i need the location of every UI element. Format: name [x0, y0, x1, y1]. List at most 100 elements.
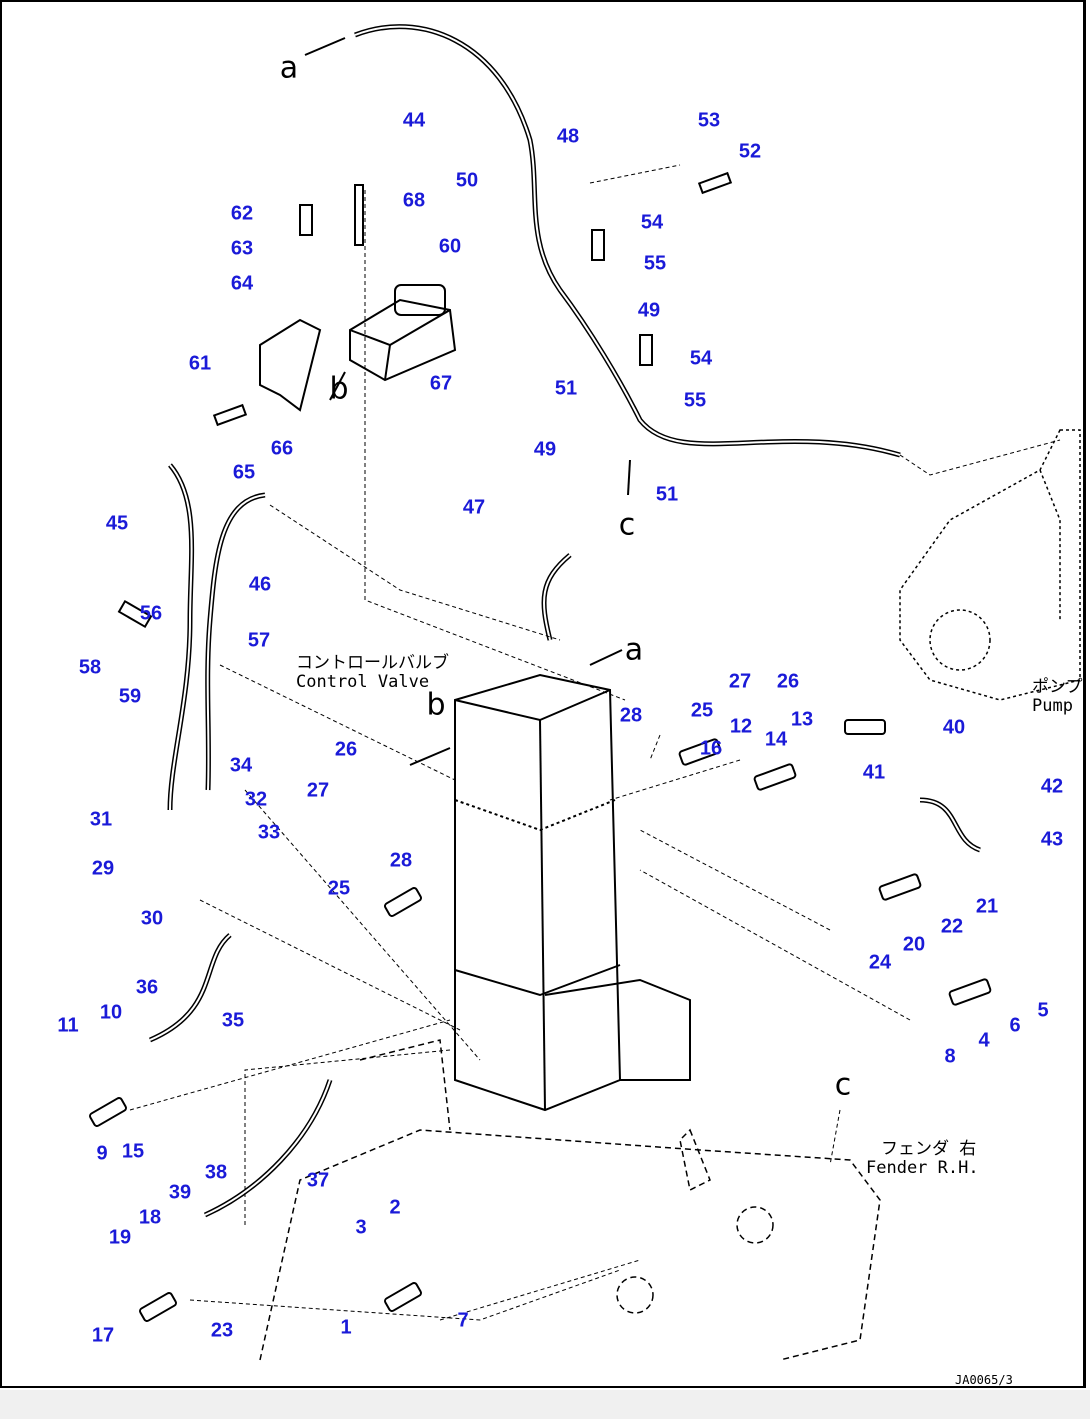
part-callout-27[interactable]: 27: [728, 670, 752, 693]
part-callout-24[interactable]: 24: [868, 951, 892, 974]
hose-45: [167, 463, 195, 811]
bolt-68: [354, 184, 364, 246]
part-callout-31[interactable]: 31: [89, 808, 113, 831]
part-callout-26[interactable]: 26: [776, 670, 800, 693]
marker-c-fender: c: [834, 1067, 852, 1103]
part-callout-25[interactable]: 25: [690, 699, 714, 722]
part-callout-20[interactable]: 20: [902, 933, 926, 956]
part-callout-41[interactable]: 41: [862, 761, 886, 784]
part-callout-23[interactable]: 23: [210, 1319, 234, 1342]
marker-a-top: a: [279, 50, 299, 86]
part-callout-67[interactable]: 67: [429, 372, 453, 395]
drawing-code: JA0065/3: [955, 1373, 1013, 1387]
part-callout-9[interactable]: 9: [96, 1142, 108, 1165]
hose-37: [203, 1079, 333, 1218]
part-callout-49[interactable]: 49: [637, 299, 661, 322]
part-callout-26[interactable]: 26: [334, 738, 358, 761]
part-callout-55[interactable]: 55: [643, 252, 667, 275]
part-callout-21[interactable]: 21: [975, 895, 999, 918]
part-callout-8[interactable]: 8: [944, 1045, 956, 1068]
part-callout-56[interactable]: 56: [139, 602, 163, 625]
part-callout-63[interactable]: 63: [230, 237, 254, 260]
part-callout-53[interactable]: 53: [697, 109, 721, 132]
part-callout-32[interactable]: 32: [244, 788, 268, 811]
part-callout-61[interactable]: 61: [188, 352, 212, 375]
part-callout-52[interactable]: 52: [738, 140, 762, 163]
part-callout-12[interactable]: 12: [729, 715, 753, 738]
fitting-20: [878, 873, 922, 901]
part-callout-4[interactable]: 4: [978, 1029, 990, 1052]
fender-label: フェンダ 右 Fender R.H.: [866, 1140, 979, 1178]
part-callout-5[interactable]: 5: [1037, 999, 1049, 1022]
part-callout-59[interactable]: 59: [118, 685, 142, 708]
part-callout-34[interactable]: 34: [229, 754, 253, 777]
part-callout-62[interactable]: 62: [230, 202, 254, 225]
part-callout-1[interactable]: 1: [340, 1316, 352, 1339]
control-valve-label-jp: コントロールバルブ: [296, 653, 449, 673]
part-callout-15[interactable]: 15: [121, 1140, 145, 1163]
part-callout-30[interactable]: 30: [140, 907, 164, 930]
pump-label-jp: ポンプ: [1032, 677, 1083, 697]
fitting-17: [139, 1292, 177, 1322]
part-callout-6[interactable]: 6: [1009, 1014, 1021, 1037]
part-callout-36[interactable]: 36: [135, 976, 159, 999]
part-callout-60[interactable]: 60: [438, 235, 462, 258]
part-callout-58[interactable]: 58: [78, 656, 102, 679]
part-callout-7[interactable]: 7: [457, 1309, 469, 1332]
part-callout-40[interactable]: 40: [942, 716, 966, 739]
part-callout-42[interactable]: 42: [1040, 775, 1064, 798]
part-callout-35[interactable]: 35: [221, 1009, 245, 1032]
part-callout-45[interactable]: 45: [105, 512, 129, 535]
part-callout-18[interactable]: 18: [138, 1206, 162, 1229]
part-callout-51[interactable]: 51: [554, 377, 578, 400]
bolt-54a: [591, 229, 605, 261]
part-callout-55[interactable]: 55: [683, 389, 707, 412]
part-callout-49[interactable]: 49: [533, 438, 557, 461]
part-callout-28[interactable]: 28: [619, 704, 643, 727]
part-callout-33[interactable]: 33: [257, 821, 281, 844]
control-valve-label: コントロールバルブ Control Valve: [296, 654, 449, 692]
part-callout-57[interactable]: 57: [247, 629, 271, 652]
part-callout-38[interactable]: 38: [204, 1161, 228, 1184]
part-callout-13[interactable]: 13: [790, 708, 814, 731]
control-valve-block: [454, 673, 691, 1112]
part-callout-64[interactable]: 64: [230, 272, 254, 295]
part-callout-16[interactable]: 16: [699, 737, 723, 760]
part-callout-48[interactable]: 48: [556, 125, 580, 148]
pump-label-en: Pump: [1032, 696, 1073, 716]
part-callout-11[interactable]: 11: [57, 1014, 79, 1037]
part-callout-28[interactable]: 28: [389, 849, 413, 872]
part-callout-17[interactable]: 17: [91, 1324, 115, 1347]
part-callout-27[interactable]: 27: [306, 779, 330, 802]
part-callout-46[interactable]: 46: [248, 573, 272, 596]
part-callout-68[interactable]: 68: [402, 189, 426, 212]
part-callout-65[interactable]: 65: [232, 461, 256, 484]
marker-a-valve: a: [624, 632, 644, 668]
hose-42: [919, 797, 981, 853]
part-callout-54[interactable]: 54: [640, 211, 664, 234]
part-callout-43[interactable]: 43: [1040, 828, 1064, 851]
part-callout-2[interactable]: 2: [389, 1196, 401, 1219]
part-callout-50[interactable]: 50: [455, 169, 479, 192]
part-callout-54[interactable]: 54: [689, 347, 713, 370]
fitting-1: [384, 1282, 422, 1312]
part-callout-22[interactable]: 22: [940, 915, 964, 938]
bracket-61: [259, 318, 322, 412]
solenoid-valve-60: [349, 284, 457, 382]
part-callout-3[interactable]: 3: [355, 1216, 367, 1239]
part-callout-66[interactable]: 66: [270, 437, 294, 460]
marker-c-hose: c: [618, 507, 636, 543]
part-callout-37[interactable]: 37: [306, 1169, 330, 1192]
part-callout-39[interactable]: 39: [168, 1181, 192, 1204]
part-callout-44[interactable]: 44: [402, 109, 426, 132]
part-callout-29[interactable]: 29: [91, 857, 115, 880]
part-callout-19[interactable]: 19: [108, 1226, 132, 1249]
part-callout-51[interactable]: 51: [655, 483, 679, 506]
part-callout-10[interactable]: 10: [99, 1001, 123, 1024]
part-callout-25[interactable]: 25: [327, 877, 351, 900]
marker-b-valve: b: [426, 687, 446, 723]
fitting-25b: [384, 887, 422, 917]
part-callout-14[interactable]: 14: [764, 728, 788, 751]
part-callout-47[interactable]: 47: [462, 496, 486, 519]
